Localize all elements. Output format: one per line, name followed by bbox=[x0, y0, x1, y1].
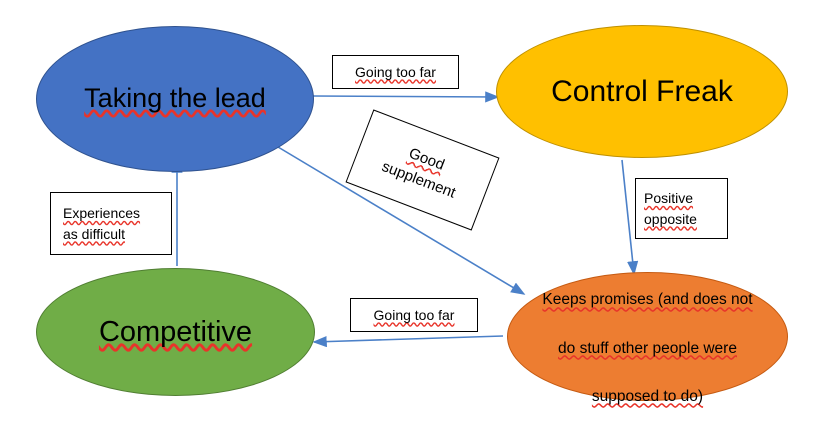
edge-label-experiences-as-difficult-line-2: as difficult bbox=[63, 225, 125, 242]
node-keeps-promises-label: Keeps promises (and does not do stuff ot… bbox=[534, 264, 760, 408]
node-keeps-promises-line-2: do stuff other people were bbox=[558, 339, 737, 357]
edge-label-positive-opposite-line-2: opposite bbox=[644, 210, 697, 227]
arrow-taking-the-lead-to-control-freak bbox=[312, 91, 500, 103]
edge-label-going-too-far-top[interactable]: Going too far bbox=[332, 55, 459, 89]
node-taking-the-lead[interactable]: Taking the lead bbox=[36, 26, 314, 172]
node-control-freak-label: Control Freak bbox=[551, 74, 733, 108]
node-control-freak[interactable]: Control Freak bbox=[496, 25, 788, 158]
arrow-control-freak-to-keeps-promises bbox=[621, 159, 639, 276]
edge-label-going-too-far-top-line-1: Going too far bbox=[355, 63, 436, 80]
arrow-keeps-promises-to-competitive bbox=[312, 335, 504, 348]
edge-label-positive-opposite[interactable]: Positive opposite bbox=[635, 178, 728, 239]
edge-label-experiences-as-difficult-line-1: Experiences bbox=[63, 205, 141, 222]
node-competitive[interactable]: Competitive bbox=[36, 268, 315, 396]
node-keeps-promises-line-1: Keeps promises (and does not bbox=[542, 291, 753, 309]
node-taking-the-lead-label: Taking the lead bbox=[84, 83, 266, 114]
edge-label-good-supplement[interactable]: Good supplement bbox=[345, 109, 500, 231]
edge-label-going-too-far-bottom-line-1: Going too far bbox=[373, 306, 455, 323]
edge-label-experiences-as-difficult[interactable]: Experiences as difficult bbox=[50, 192, 172, 255]
node-keeps-promises[interactable]: Keeps promises (and does not do stuff ot… bbox=[507, 272, 788, 405]
edge-label-positive-opposite-line-1: Positive bbox=[644, 190, 694, 207]
edge-label-going-too-far-bottom[interactable]: Going too far bbox=[350, 298, 478, 332]
node-keeps-promises-line-3: supposed to do) bbox=[591, 387, 704, 405]
node-competitive-label: Competitive bbox=[98, 315, 253, 348]
